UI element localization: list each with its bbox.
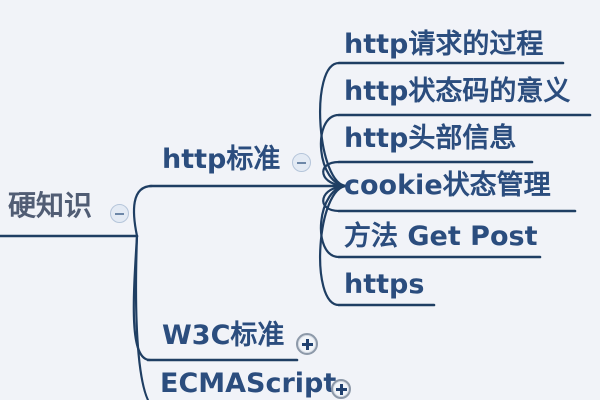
mindmap-node-http-standard[interactable]: http标准	[162, 144, 281, 175]
mindmap-node-w3c-standard[interactable]: W3C标准	[162, 320, 285, 351]
mindmap-node-cookie-state[interactable]: cookie状态管理	[344, 170, 551, 201]
expand-plus-icon[interactable]	[331, 379, 351, 399]
mindmap-node-http-status-codes[interactable]: http状态码的意义	[344, 76, 571, 107]
branch-curve	[132, 184, 154, 238]
mindmap-node-http-headers[interactable]: http头部信息	[344, 123, 517, 154]
collapse-minus-icon[interactable]	[292, 153, 311, 172]
mindmap-node-ecmascript[interactable]: ECMAScript	[160, 368, 337, 399]
branch-curve	[319, 184, 349, 307]
branch-curve	[319, 113, 349, 188]
branch-curve	[134, 234, 150, 400]
mindmap-node-https[interactable]: https	[344, 269, 425, 300]
branch-curve	[322, 160, 349, 188]
mindmap-root-node[interactable]: 硬知识	[8, 189, 93, 222]
collapse-minus-icon[interactable]	[110, 204, 129, 223]
expand-plus-icon[interactable]	[296, 333, 318, 355]
mindmap-node-methods-get-post[interactable]: 方法 Get Post	[344, 221, 538, 252]
mindmap-node-http-request-process[interactable]: http请求的过程	[344, 29, 544, 60]
branch-curve	[319, 61, 349, 188]
